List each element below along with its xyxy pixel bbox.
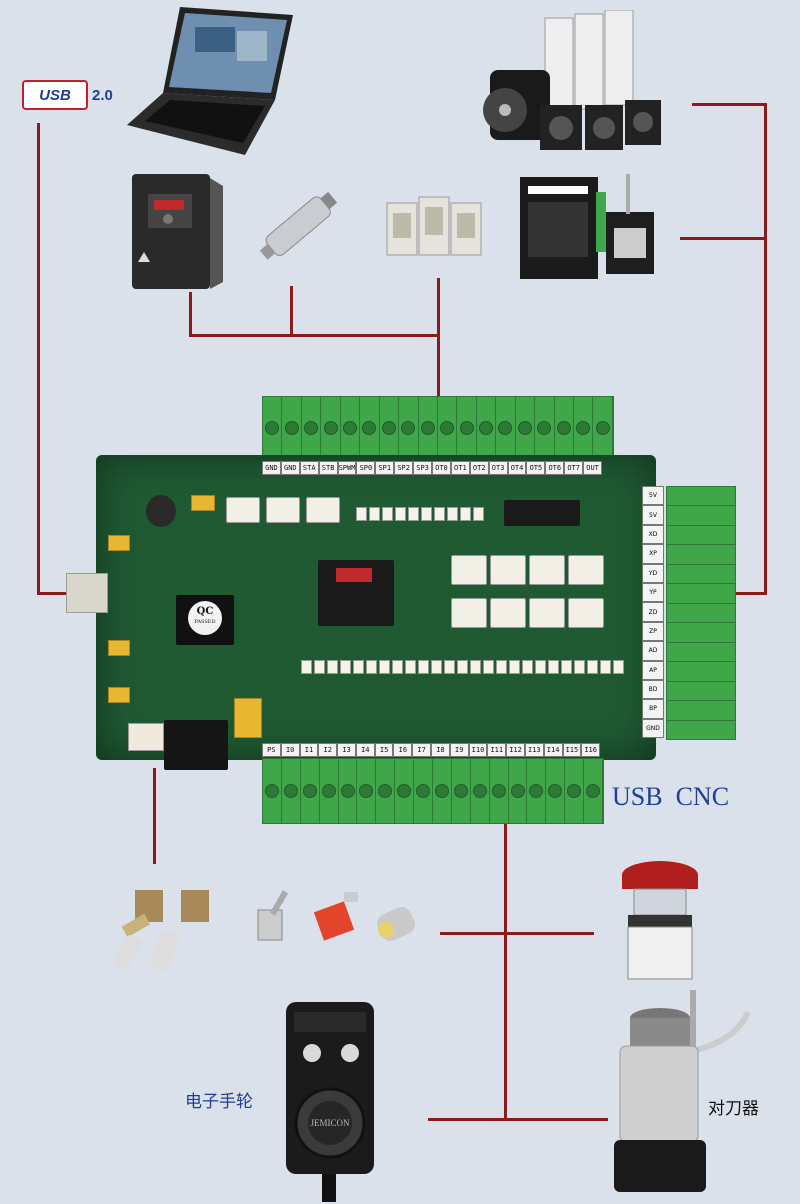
usb-port (66, 573, 108, 613)
opto-2 (266, 497, 300, 523)
qc-chip: QC PASSED (176, 595, 234, 645)
pendant-icon: JEMICON (286, 1002, 374, 1202)
right-terminal-block: 5V 5V XD XP YD YP ZD ZP AD AP BD BP GND (642, 486, 736, 740)
opto-10 (529, 598, 565, 628)
usb-badge: USB 2.0 (22, 80, 113, 110)
capacitor-3 (108, 640, 130, 656)
spindle-icon (259, 191, 338, 260)
opto-9 (490, 598, 526, 628)
opto-4 (451, 555, 487, 585)
usb-logo: USB (22, 80, 88, 110)
opto-6 (529, 555, 565, 585)
servo-motor-icon (483, 10, 661, 150)
wire-spindle-down (290, 286, 293, 336)
inductor (146, 495, 176, 527)
opto-5 (490, 555, 526, 585)
stepper-driver-icon (520, 174, 654, 279)
pendant-brand-text: JEMICON (310, 1118, 350, 1128)
opto-3 (306, 497, 340, 523)
tool-setter-caption: 对刀器 (708, 1099, 759, 1119)
inverter-icon (132, 174, 223, 289)
wire-servo-horizontal (692, 103, 767, 106)
main-processor-chip (318, 560, 394, 626)
wire-right-vertical (764, 103, 767, 595)
passed-label: PASSED (194, 619, 216, 625)
limit-switch-icon (257, 890, 415, 942)
wire-limit-horizontal (440, 932, 594, 935)
wire-bottom-vertical (504, 822, 507, 1120)
wire-inverter-down (189, 292, 192, 336)
bottom-terminal-block (262, 758, 604, 824)
qc-label: QC (196, 606, 214, 617)
output-opto-strip (356, 507, 484, 521)
input-opto-strip (301, 660, 624, 674)
wire-top-horizontal (189, 334, 440, 337)
wire-pot-vertical (153, 768, 156, 864)
logic-chip (504, 500, 580, 526)
top-terminal-block (262, 396, 614, 460)
cnc-board: QC PASSED (66, 455, 656, 770)
laptop-icon (127, 7, 293, 155)
capacitor-1 (191, 495, 215, 511)
board-caption: USB CNC (612, 782, 730, 811)
potentiometer-icon (115, 890, 209, 971)
opto-8 (451, 598, 487, 628)
wire-stepper-horizontal (680, 237, 767, 240)
wire-pendant-horizontal (428, 1118, 608, 1121)
connector-white (128, 723, 164, 751)
opto-11 (568, 598, 604, 628)
wire-usb-vertical (37, 123, 40, 595)
opto-7 (568, 555, 604, 585)
capacitor-5 (234, 698, 262, 738)
tool-setter-icon (614, 990, 751, 1192)
relay-icon (386, 196, 482, 256)
rj45-port (164, 720, 228, 770)
handwheel-caption: 电子手轮 (185, 1092, 253, 1112)
emergency-stop-icon (622, 861, 698, 980)
wire-right-to-board (733, 592, 767, 595)
wire-relay-down (437, 278, 440, 396)
capacitor-2 (108, 535, 130, 551)
usb-version: 2.0 (92, 86, 113, 104)
capacitor-4 (108, 687, 130, 703)
opto-1 (226, 497, 260, 523)
